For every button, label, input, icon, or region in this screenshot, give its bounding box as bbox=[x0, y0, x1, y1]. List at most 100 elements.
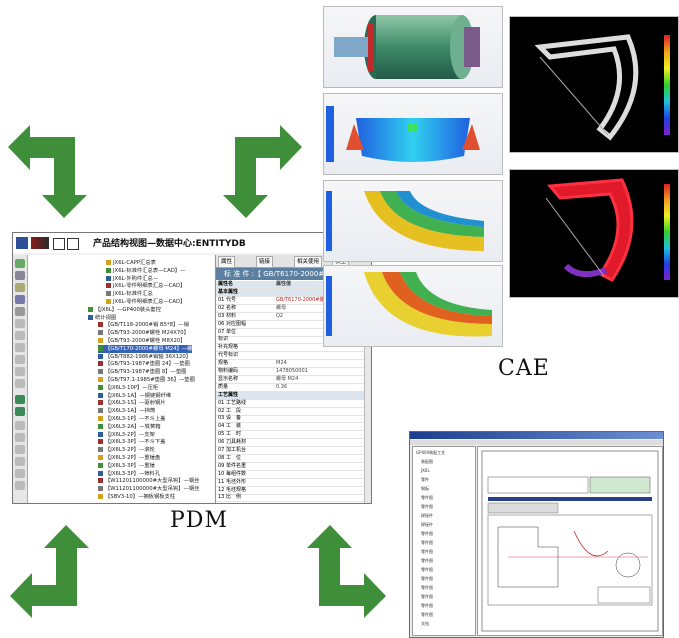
tool-icon-8[interactable] bbox=[15, 343, 25, 352]
drawing-tree-item[interactable]: 零件图 bbox=[421, 585, 433, 590]
tree-item[interactable]: JX6L-零件明细表汇总—CAD】 bbox=[106, 298, 185, 306]
drawing-tree-item[interactable]: GP400装配工艺 bbox=[416, 450, 446, 455]
tool-icon-9[interactable] bbox=[15, 355, 25, 364]
property-row[interactable]: 01 工艺路线 bbox=[216, 400, 364, 408]
tool-icon-4[interactable] bbox=[15, 295, 25, 304]
tree-item[interactable]: JX6L-标准件汇总表—CAD】— bbox=[106, 267, 185, 275]
tree-item[interactable]: 【JX6L3-2P】—滚轮 bbox=[98, 446, 155, 454]
tool-icon-13[interactable] bbox=[15, 407, 25, 416]
property-row[interactable]: 基本属性 bbox=[216, 289, 364, 297]
tree-item[interactable]: 【GB/T118-2000#销 B5*8】—销 bbox=[98, 321, 189, 329]
tree-item[interactable]: JX6L-零件明细表汇总—CAD】 bbox=[106, 282, 185, 290]
tool-icon-17[interactable] bbox=[15, 457, 25, 466]
tree-item[interactable]: 统计视图 bbox=[88, 314, 116, 322]
tree-item[interactable]: 【GB/T882-1986#销轴 36X120】 bbox=[98, 353, 191, 361]
tool-icon-19[interactable] bbox=[15, 481, 25, 490]
drawing-tree-item[interactable]: 钢板 bbox=[421, 486, 429, 491]
drawing-tree-item[interactable]: 零件图 bbox=[421, 594, 433, 599]
property-row[interactable]: 04 工 装 bbox=[216, 423, 364, 432]
property-row[interactable]: 11 毛坯外形 bbox=[216, 479, 364, 487]
property-row[interactable]: 10 每组件数 bbox=[216, 471, 364, 479]
drawing-tree-item[interactable]: 焊接件 bbox=[421, 513, 433, 518]
drawing-tree-item[interactable]: 零件图 bbox=[421, 495, 433, 500]
drawing-tree-item[interactable]: 零件图 bbox=[421, 540, 433, 545]
tool-icon-15[interactable] bbox=[15, 433, 25, 442]
tree-item[interactable]: 【JX6L3-10P】—压柜 bbox=[98, 384, 158, 392]
drawing-tree-item[interactable]: 装配图 bbox=[421, 459, 433, 464]
tool-icon-10[interactable] bbox=[15, 367, 25, 376]
tree-item[interactable]: 【GB/T93-2000#螺栓 M24X70】 bbox=[98, 329, 189, 337]
tree-item[interactable]: 【JX6L3-2P】—重锤盘 bbox=[98, 454, 160, 462]
drawing-tree-item[interactable]: 零件图 bbox=[421, 558, 433, 563]
property-row[interactable]: 07 加工机台 bbox=[216, 447, 364, 455]
property-row[interactable]: 13 比 例 bbox=[216, 494, 364, 503]
property-row[interactable]: 02 名称螺母 bbox=[216, 305, 364, 313]
property-row[interactable]: 05 工 时 bbox=[216, 431, 364, 440]
tree-item[interactable]: JX6L-标准件汇总 bbox=[106, 290, 153, 298]
tree-item[interactable]: 【JX6L3-1A】—挡筒 bbox=[98, 407, 155, 415]
drawing-tree-item[interactable]: 零件图 bbox=[421, 612, 433, 617]
tree-item[interactable]: 【JX6L3-3P】—筛料孔 bbox=[98, 470, 160, 478]
property-row[interactable]: 08 工 位 bbox=[216, 455, 364, 463]
tree-item[interactable]: 【JX6L3-3P】—不斗下盖 bbox=[98, 438, 165, 446]
property-row[interactable]: 代号标识 bbox=[216, 352, 364, 361]
properties-scrollbar[interactable] bbox=[364, 281, 371, 503]
property-row[interactable]: 06 对应图幅 bbox=[216, 321, 364, 329]
property-row[interactable]: 03 设 备 bbox=[216, 415, 364, 424]
tool-icon-6[interactable] bbox=[15, 319, 25, 328]
tool-icon-5[interactable] bbox=[15, 307, 25, 316]
tool-icon-18[interactable] bbox=[15, 469, 25, 478]
tree-item[interactable]: 【SBV3-10】—拥板钢板支柱 bbox=[98, 493, 175, 501]
drawing-tree-item[interactable]: 零件 bbox=[421, 477, 429, 482]
property-row[interactable]: 06 刀具耗材 bbox=[216, 439, 364, 448]
drawing-tree-item[interactable]: 零件图 bbox=[421, 504, 433, 509]
tree-item[interactable]: 【GB/T170-2000#螺母 M24】—螺 bbox=[98, 344, 193, 353]
tab-0[interactable]: 属性 bbox=[218, 256, 236, 268]
tree-item[interactable]: JX6L-外购件汇总— bbox=[106, 275, 158, 283]
property-row[interactable]: 07 单位 bbox=[216, 329, 364, 337]
drawing-tree-item[interactable]: 零件图 bbox=[421, 576, 433, 581]
drawing-tree-item[interactable]: 焊接件 bbox=[421, 522, 433, 527]
tree-item[interactable]: 【JX6L3-1P】—不斗上盖 bbox=[98, 415, 165, 423]
property-row[interactable]: 09 单件名重 bbox=[216, 463, 364, 471]
tool-icon-12[interactable] bbox=[15, 395, 25, 404]
tree-item[interactable]: JX6L-CAPP汇总表 bbox=[106, 259, 156, 267]
tool-icon-2[interactable] bbox=[15, 271, 25, 280]
drawing-tree-item[interactable]: 零件图 bbox=[421, 531, 433, 536]
property-row[interactable]: 02 工 段 bbox=[216, 408, 364, 416]
drawing-tree-item[interactable]: JX6L bbox=[421, 468, 430, 473]
tool-icon-14[interactable] bbox=[15, 421, 25, 430]
tab-1[interactable]: 链接 bbox=[256, 256, 274, 268]
tree-item[interactable]: 【GB/T93-2000#螺栓 M8X20】 bbox=[98, 337, 186, 345]
drawing-tree-item[interactable]: 零件图 bbox=[421, 549, 433, 554]
property-row[interactable]: 标识 bbox=[216, 336, 364, 345]
tool-icon-11[interactable] bbox=[15, 379, 25, 388]
tool-icon-16[interactable] bbox=[15, 445, 25, 454]
tree-item[interactable]: 【JX6L3-1A】—钢链钢纤维 bbox=[98, 392, 171, 400]
tree-item[interactable]: 【GB/T93-1987#垫圈 8】—垫圈 bbox=[98, 368, 186, 376]
tree-item[interactable]: 【JX6L3-3P】—重锤 bbox=[98, 462, 155, 470]
property-row[interactable]: 补充规格 bbox=[216, 344, 364, 353]
tree-item[interactable]: 【W11201100000#大型吊钩】—钢丝 bbox=[98, 477, 199, 485]
property-row[interactable]: 显示名称螺母 M24 bbox=[216, 376, 364, 384]
tool-icon-1[interactable] bbox=[15, 259, 25, 268]
tree-item[interactable]: 【GB/T97.1-1985#垫圈 36】—垫圈 bbox=[98, 376, 195, 384]
tree-item[interactable]: 【JX6L3-2A】—轶簧箱 bbox=[98, 423, 161, 431]
tree-item[interactable]: 【JX6L】—GP400装头套控 bbox=[88, 306, 161, 314]
property-row[interactable]: 12 毛坯规格 bbox=[216, 487, 364, 495]
property-row[interactable]: 工艺属性 bbox=[216, 391, 364, 400]
tree-item[interactable]: 【W11201100000#大型吊钩】—钢丝 bbox=[98, 485, 199, 493]
tree-item[interactable]: 【JX6L3-2P】—支架 bbox=[98, 431, 155, 439]
drawing-tree-item[interactable]: 零件图 bbox=[421, 567, 433, 572]
tree-item[interactable]: 【JX6L3-1S】—驱射钢片 bbox=[98, 399, 166, 407]
tool-icon-3[interactable] bbox=[15, 283, 25, 292]
drawing-tree-item[interactable]: 零件图 bbox=[421, 603, 433, 608]
tab-2[interactable]: 相关使用 bbox=[294, 256, 323, 268]
